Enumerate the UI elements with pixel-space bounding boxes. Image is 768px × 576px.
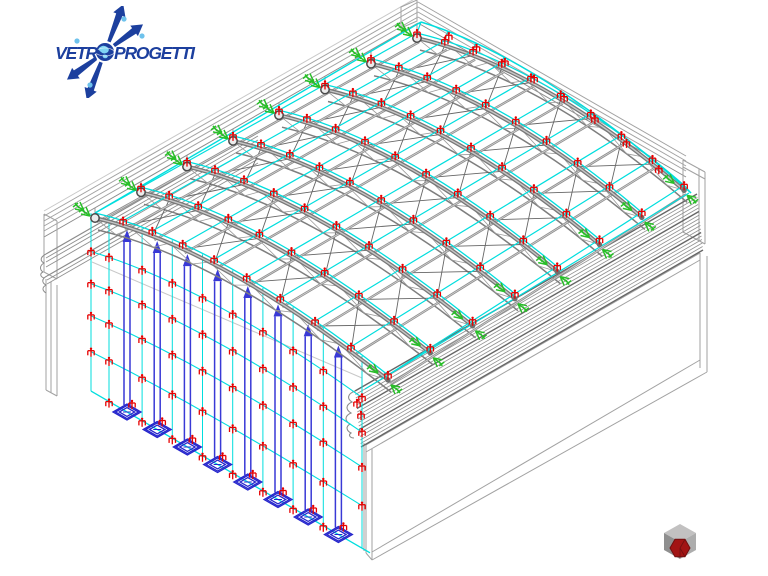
glass-facade — [90, 213, 371, 554]
building-shell-back — [43, 0, 708, 561]
logo-text-vetro: VETR — [55, 43, 98, 63]
view-cube-icon[interactable] — [658, 516, 708, 568]
logo-text-progetti: PROGETTI — [114, 43, 195, 63]
logo-compass-globe-icon — [67, 6, 145, 98]
cornice-mouldings — [40, 131, 704, 448]
vetroprogetti-logo: VETR PROGETTI — [52, 6, 222, 98]
